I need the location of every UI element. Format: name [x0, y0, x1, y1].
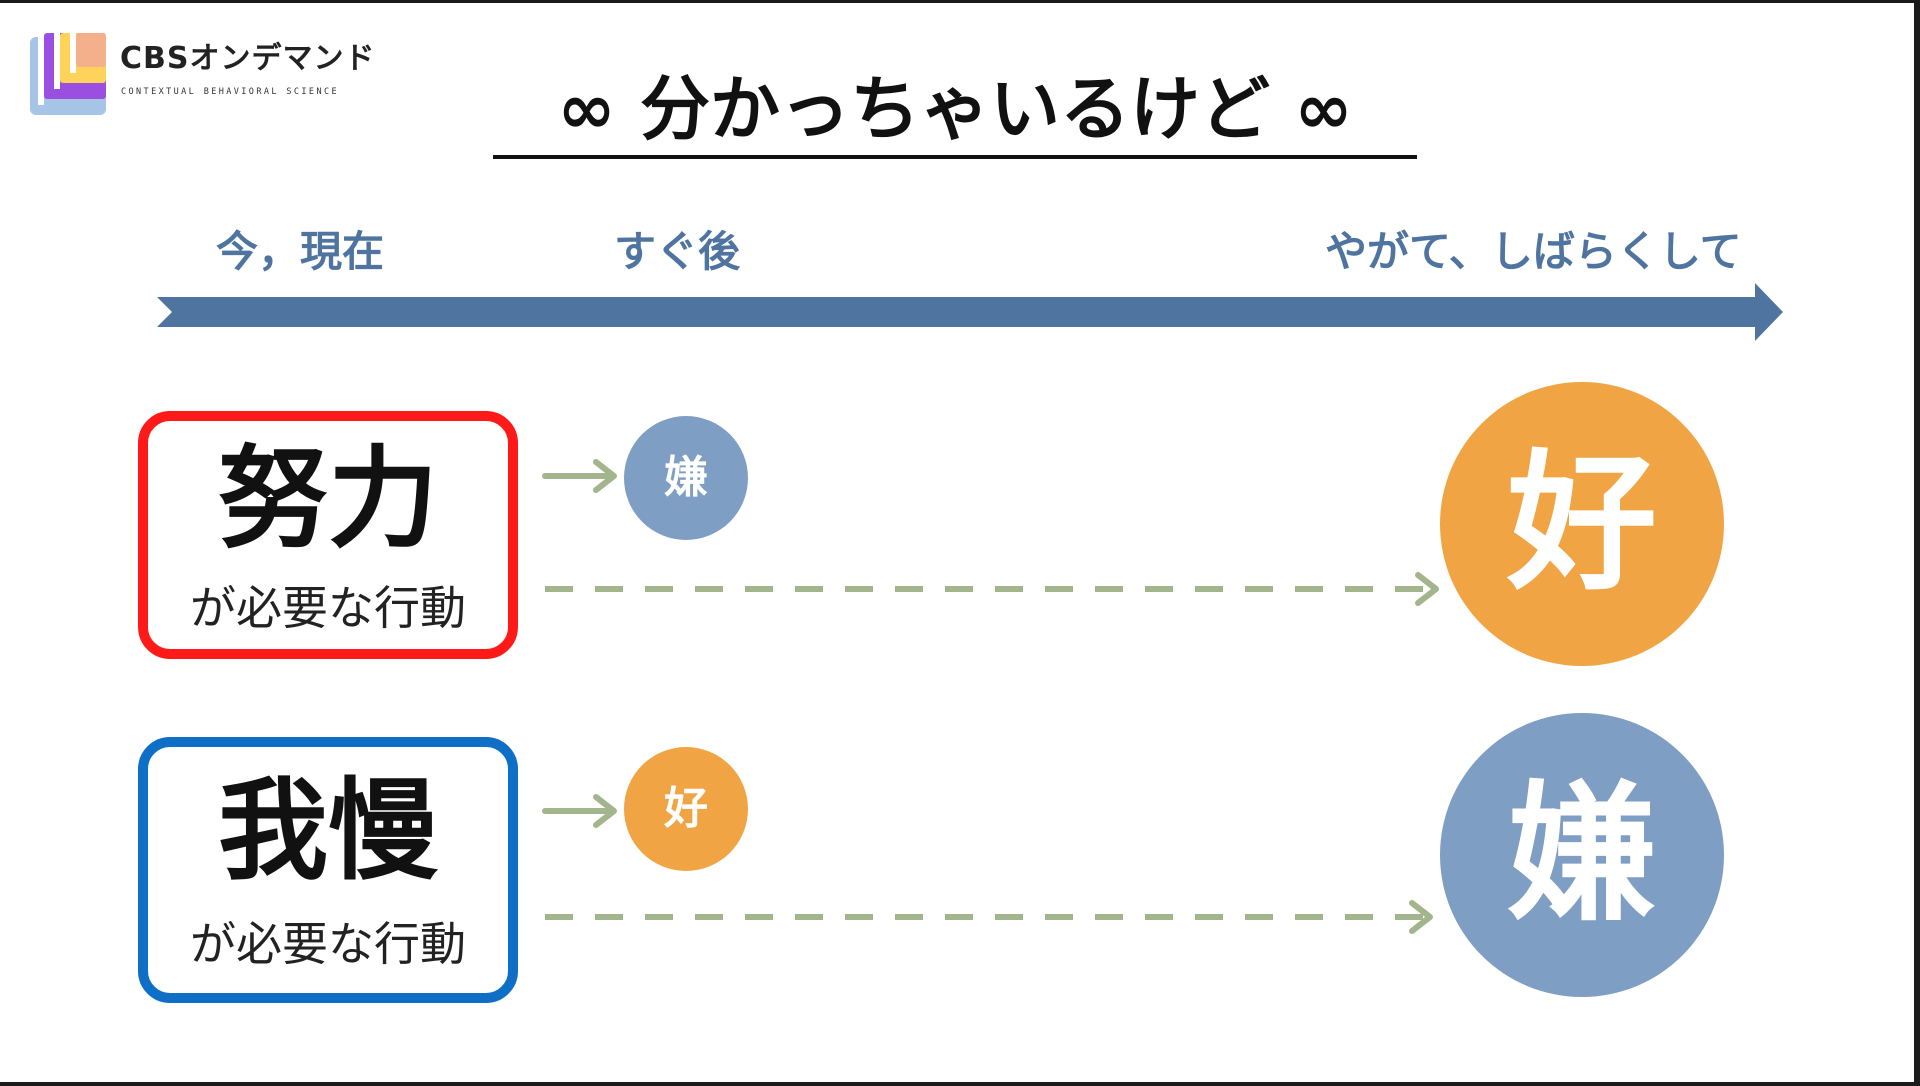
cbs-logo-icon [30, 33, 106, 115]
row2-immediate-circle: 好 [624, 747, 748, 871]
row1-behavior: 努力 [218, 435, 438, 563]
slide: CBSオンデマンド CONTEXTUAL BEHAVIORAL SCIENCE … [0, 3, 1914, 1082]
timeline-label-later: やがて、しばらくして [1325, 227, 1742, 276]
row1-behavior-box: 努力 が必要な行動 [138, 411, 518, 659]
slide-title: ∞ 分かっちゃいるけど ∞ [557, 68, 1353, 150]
row1-immediate-circle: 嫌 [624, 416, 748, 540]
row1-immediate-arrowhead [593, 459, 617, 493]
row1-suffix: が必要な行動 [190, 581, 466, 635]
row1-immediate-label: 嫌 [664, 452, 708, 503]
row2-eventual-circle: 嫌 [1440, 713, 1724, 997]
row2-suffix: が必要な行動 [190, 917, 466, 971]
row2-immediate-arrowhead [593, 794, 617, 828]
row2-eventual-arrowhead [1409, 900, 1433, 934]
row2-behavior-box: 我慢 が必要な行動 [138, 737, 518, 1003]
row2-behavior: 我慢 [218, 767, 438, 895]
row1-eventual-label: 好 [1506, 437, 1657, 611]
row1-eventual-arrowhead [1415, 572, 1439, 606]
row1-eventual-circle: 好 [1440, 382, 1724, 666]
diagram-graphics [157, 283, 1783, 934]
row2-immediate-label: 好 [664, 783, 708, 834]
row2-eventual-label: 嫌 [1506, 768, 1657, 942]
timeline-arrow [157, 283, 1783, 341]
timeline-label-soon: すぐ後 [614, 227, 741, 276]
timeline-label-now: 今，現在 [216, 227, 385, 276]
logo-tagline: CONTEXTUAL BEHAVIORAL SCIENCE [121, 87, 340, 97]
logo-name: CBSオンデマンド [120, 41, 376, 76]
title-underline [493, 155, 1417, 159]
